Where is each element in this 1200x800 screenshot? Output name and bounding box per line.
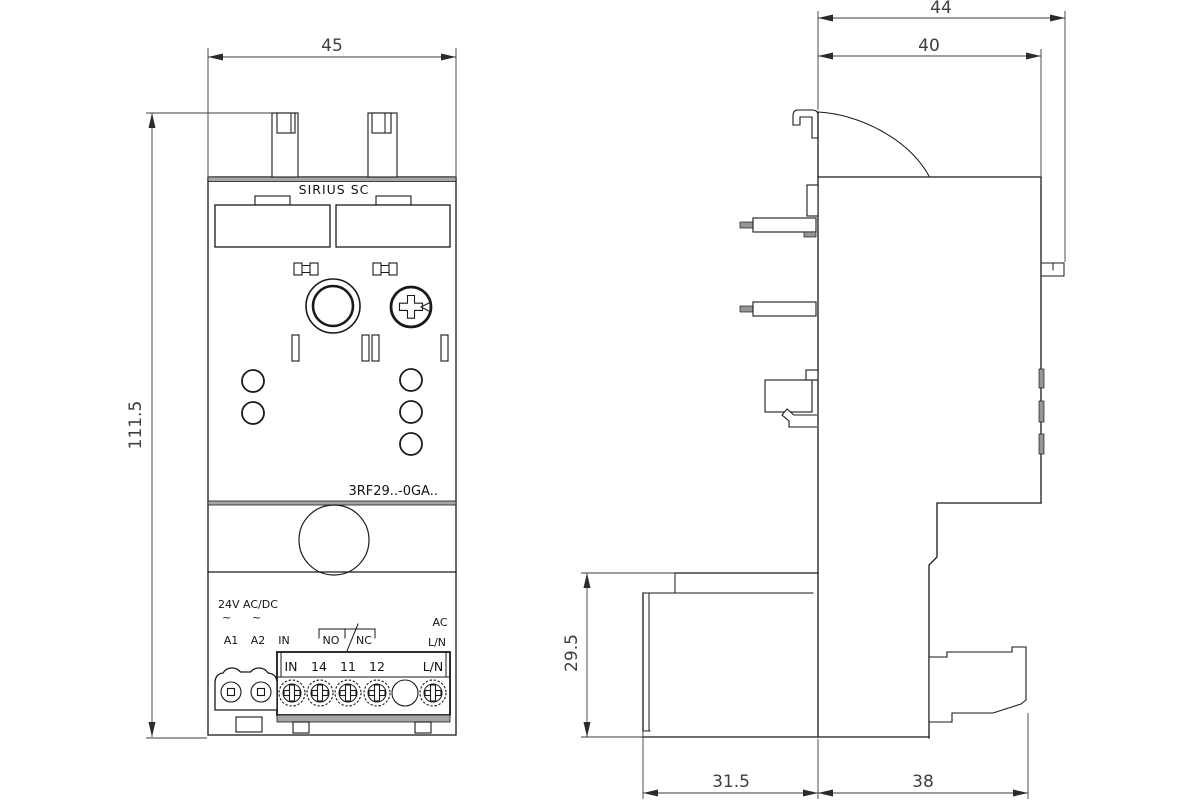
- front-reset-button[interactable]: [305, 278, 361, 334]
- side-dimension-depth-body: 40: [818, 36, 1042, 176]
- screw-terminal-icon[interactable]: [306, 679, 334, 707]
- screw-terminal-icon[interactable]: [419, 679, 447, 707]
- model-label: 3RF29..-0GA..: [348, 484, 438, 499]
- tilde-symbol: ~: [252, 611, 261, 624]
- front-indicator-slots: [291, 334, 449, 362]
- front-clip-symbols: [293, 262, 398, 276]
- side-view: 44 40: [562, 0, 1066, 799]
- connector-pin: [752, 217, 817, 233]
- rear-foot: [928, 646, 1027, 723]
- strip-label-14: 14: [311, 659, 327, 674]
- front-height-label: 111.5: [126, 401, 146, 450]
- front-lower-section: [207, 500, 457, 576]
- screw-terminal-icon[interactable]: [363, 679, 391, 707]
- front-top-tabs: [271, 112, 398, 178]
- front-housing-outline: [207, 176, 457, 736]
- foot-height-label: 29.5: [562, 634, 582, 672]
- front-width-label: 45: [321, 36, 343, 56]
- din-rail-hook: [792, 109, 819, 139]
- depth-body-label: 40: [918, 36, 940, 56]
- terminal-a1-label: A1: [224, 634, 239, 647]
- strip-label-ln: L/N: [423, 659, 444, 674]
- side-dimension-bottom: 31.5 38: [642, 713, 1029, 799]
- bottom-front-label: 31.5: [712, 772, 750, 792]
- side-dimension-foot-height: 29.5: [562, 572, 675, 737]
- no-label: NO: [323, 634, 340, 647]
- led-icon: [399, 432, 423, 456]
- front-dimension-width: 45: [207, 36, 457, 176]
- supply-label: 24V AC/DC: [218, 598, 278, 611]
- terminal-a2-label: A2: [251, 634, 266, 647]
- screw-terminal-icon[interactable]: [334, 679, 362, 707]
- depth-total-label: 44: [930, 0, 952, 18]
- nc-label: NC: [356, 634, 372, 647]
- contact-symbol: [318, 623, 376, 652]
- latch-hook: [781, 408, 817, 428]
- led-icon: [399, 400, 423, 424]
- tilde-symbol: ~: [222, 611, 231, 624]
- led-icon: [241, 369, 265, 393]
- front-led-indicators: [241, 368, 423, 456]
- side-dimension-depth-total: 44: [817, 0, 1066, 262]
- front-terminal-labels: 24V AC/DC ~ ~ A1 A2 IN NO NC AC L/N: [218, 598, 448, 652]
- side-body-profile: [581, 109, 1065, 739]
- pointer-triangle-icon: [419, 301, 431, 313]
- ln-label: L/N: [428, 636, 446, 649]
- front-view: 45 111.5 SIRIUS SC: [126, 36, 457, 739]
- led-icon: [399, 368, 423, 392]
- led-icon: [241, 401, 265, 425]
- front-terminal-block: IN 14 11 12 L/N: [276, 651, 451, 734]
- bottom-back-label: 38: [912, 772, 934, 792]
- front-potentiometer[interactable]: [389, 285, 433, 329]
- blank-terminal-hole: [391, 679, 419, 707]
- strip-label-12: 12: [369, 659, 385, 674]
- strip-label-11: 11: [340, 659, 356, 674]
- front-dimension-height: 111.5: [126, 112, 272, 739]
- connector-pin: [752, 301, 817, 317]
- strip-label-in: IN: [284, 659, 297, 674]
- brand-label: SIRIUS SC: [299, 182, 370, 197]
- front-display-windows: [214, 195, 451, 248]
- ac-label: AC: [432, 616, 447, 629]
- front-aux-connector: [214, 667, 278, 733]
- screw-terminal-icon[interactable]: [278, 679, 306, 707]
- terminal-in-label: IN: [278, 634, 289, 647]
